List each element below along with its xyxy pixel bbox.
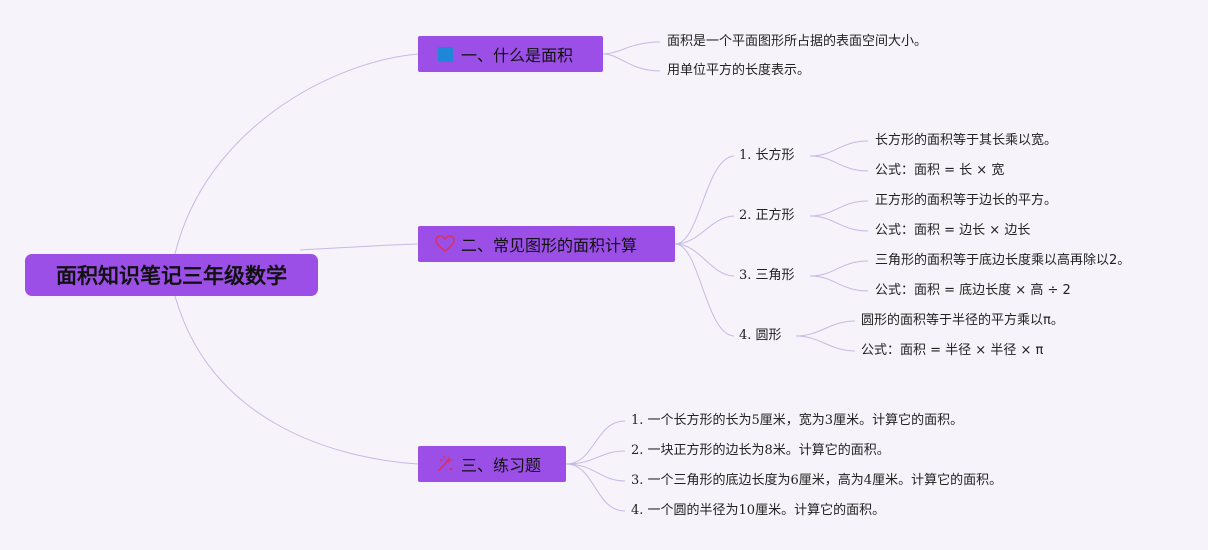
link-b1-leaf-2 (602, 53, 661, 72)
link-s3-d1 (809, 260, 869, 277)
shape-formula[interactable]: 公式：面积 = 长 × 宽 (875, 163, 1005, 178)
link-s1-d1 (809, 140, 869, 157)
link-s4-d1 (795, 320, 856, 337)
link-b3-ex-2 (565, 450, 626, 465)
shape-detail[interactable]: 长方形的面积等于其长乘以宽。 (875, 133, 1058, 148)
shape-triangle[interactable]: 3. 三角形 (739, 268, 795, 283)
shape-formula[interactable]: 公式：面积 = 边长 × 边长 (875, 223, 1031, 238)
link-s3-d2 (809, 275, 869, 292)
branch-exercises[interactable]: 三、练习题 (418, 446, 566, 482)
link-s2-d2 (809, 215, 869, 232)
shape-circle[interactable]: 4. 圆形 (739, 328, 782, 343)
link-b2-shape-1 (674, 155, 735, 245)
exercise-item[interactable]: 1. 一个长方形的长为5厘米，宽为3厘米。计算它的面积。 (631, 413, 964, 428)
link-s4-d2 (795, 335, 856, 352)
exercise-item[interactable]: 2. 一块正方形的边长为8米。计算它的面积。 (631, 443, 890, 458)
root-title: 面积知识笔记三年级数学 (56, 264, 287, 288)
shape-detail[interactable]: 正方形的面积等于边长的平方。 (875, 193, 1058, 208)
blue-square-icon (434, 44, 456, 64)
exercise-item[interactable]: 3. 一个三角形的底边长度为6厘米，高为4厘米。计算它的面积。 (631, 473, 1003, 488)
shape-square[interactable]: 2. 正方形 (739, 208, 795, 223)
shape-rectangle[interactable]: 1. 长方形 (739, 148, 795, 163)
branch-common-shapes[interactable]: 二、常见图形的面积计算 (418, 226, 675, 262)
link-b2-shape-3 (674, 243, 735, 277)
link-root-branch-3 (174, 295, 419, 465)
root-node[interactable]: 面积知识笔记三年级数学 (25, 254, 318, 296)
link-s2-d1 (809, 200, 869, 217)
link-s1-d2 (809, 155, 869, 172)
heart-icon (434, 234, 456, 254)
link-b3-ex-1 (565, 420, 626, 465)
link-root-branch-2 (299, 243, 419, 251)
shape-detail[interactable]: 三角形的面积等于底边长度乘以高再除以2。 (875, 253, 1131, 268)
link-root-branch-1 (174, 53, 419, 255)
link-b2-shape-2 (674, 215, 735, 245)
sparkle-icon (434, 454, 456, 474)
shape-formula[interactable]: 公式：面积 = 半径 × 半径 × π (861, 343, 1044, 358)
branch-what-is-area[interactable]: 一、什么是面积 (418, 36, 603, 72)
link-b1-leaf-1 (602, 41, 661, 55)
definition-leaf[interactable]: 用单位平方的长度表示。 (667, 63, 811, 78)
branch-title: 三、练习题 (461, 456, 542, 475)
definition-leaf[interactable]: 面积是一个平面图形所占据的表面空间大小。 (667, 34, 928, 49)
link-b2-shape-4 (674, 243, 735, 337)
shape-formula[interactable]: 公式：面积 = 底边长度 × 高 ÷ 2 (875, 283, 1071, 298)
exercise-item[interactable]: 4. 一个圆的半径为10厘米。计算它的面积。 (631, 503, 886, 518)
shape-detail[interactable]: 圆形的面积等于半径的平方乘以π。 (861, 313, 1064, 328)
link-b3-ex-3 (565, 463, 626, 482)
branch-title: 一、什么是面积 (461, 46, 574, 65)
link-b3-ex-4 (565, 463, 626, 512)
branch-title: 二、常见图形的面积计算 (461, 236, 638, 255)
